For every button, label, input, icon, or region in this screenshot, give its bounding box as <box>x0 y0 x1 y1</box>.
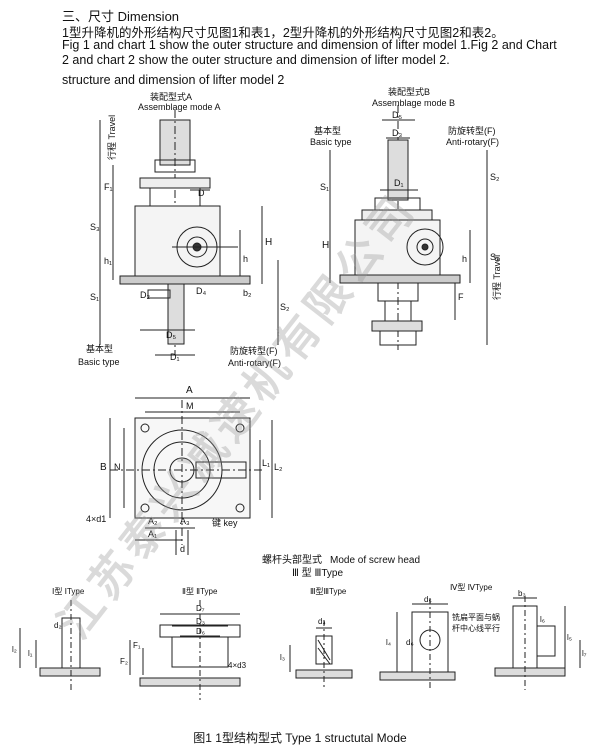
dim-D-a: D <box>198 188 205 198</box>
dim-D4-a: D₄ <box>196 286 206 296</box>
view-a-anti-cn: 防旋转型(F) <box>230 345 278 356</box>
dim-A3: A₃ <box>180 516 190 526</box>
type2-dim-D7: D₇ <box>196 604 205 613</box>
view-a-travel: 行程 Travel <box>106 115 117 160</box>
view-b-basic-en: Basic type <box>310 137 352 147</box>
intro-english-line1: Fig 1 and chart 1 show the outer structu… <box>62 38 557 52</box>
dim-s3-b: S₃ <box>490 252 500 262</box>
dim-s2-b: S₂ <box>490 172 500 182</box>
dim-h-a: h <box>243 254 248 264</box>
dim-D2-a: D₂ <box>140 290 150 300</box>
view-b-anti-cn: 防旋转型(F) <box>448 125 496 136</box>
intro-english-line2: 2 and chart 2 show the outer structure a… <box>62 53 450 67</box>
screw-head-type5 <box>494 596 581 690</box>
dim-A2: A₂ <box>148 516 158 526</box>
type3-label: Ⅲ型ⅢType <box>310 587 347 596</box>
screw-head-title-en: Mode of screw head <box>330 555 420 566</box>
view-a-drawing <box>99 110 279 356</box>
view-a-title-cn: 装配型式A <box>150 91 192 102</box>
dim-D1-a: D₁ <box>170 352 180 362</box>
type3-dim-l3: l₃ <box>280 653 285 662</box>
view-b-title-cn: 装配型式B <box>388 86 430 97</box>
dim-D1-b: D₁ <box>394 178 404 188</box>
type2-dim-holes: 4×d3 <box>228 661 247 670</box>
dim-h-b: h <box>462 254 467 264</box>
type4-dim-d5: d₅ <box>424 595 432 604</box>
view-b-drawing <box>329 105 488 350</box>
type4-note-line1: 铣扁平面与蜗 <box>452 612 500 622</box>
type5-dim-l6: l₆ <box>540 615 545 624</box>
view-a-basic-cn: 基本型 <box>86 343 113 354</box>
dim-H-a: H <box>265 237 272 248</box>
type1-dim-l2: l₂ <box>12 645 17 654</box>
dim-key: 键 key <box>212 517 238 528</box>
screw-head-subtitle: Ⅲ 型 ⅢType <box>292 566 343 579</box>
type4-note-line2: 杆中心线平行 <box>452 623 500 633</box>
view-b-travel: 行程 Travel <box>491 255 502 300</box>
type1-dim-d2: d₂ <box>54 621 62 630</box>
dim-D5-a: D₅ <box>166 330 176 340</box>
dim-A: A <box>186 385 193 396</box>
type1-dim-l1: l₁ <box>28 649 33 658</box>
screw-head-type1 <box>19 600 101 690</box>
view-b-basic-cn: 基本型 <box>314 125 341 136</box>
type5-dim-b3: b₃ <box>518 589 526 598</box>
section-title: 三、尺寸 Dimension <box>62 9 180 24</box>
dim-f1-a: F₁ <box>104 182 113 192</box>
dim-s1-b: S₁ <box>320 182 329 192</box>
type2-label: Ⅱ型 ⅡType <box>182 587 218 596</box>
dim-H-b: H <box>322 240 329 251</box>
type2-dim-D3: D₃ <box>196 617 205 626</box>
dim-A1: A₁ <box>148 529 157 539</box>
dim-L1: L₁ <box>262 458 270 468</box>
dim-s3-a: S₃ <box>90 222 100 232</box>
type2-dim-F2: F₂ <box>120 657 128 666</box>
view-b-anti-en: Anti-rotary(F) <box>446 137 499 147</box>
type1-label: Ⅰ型 ⅠType <box>52 587 85 596</box>
dim-s1-a: S₁ <box>90 292 99 302</box>
intro-english-line3: structure and dimension of lifter model … <box>62 73 285 87</box>
type2-dim-F1: F₁ <box>133 641 141 650</box>
type4-label: Ⅳ型 ⅣType <box>450 583 493 592</box>
type5-dim-l5: l₅ <box>567 633 572 642</box>
figure-caption: 图1 1型结构型式 Type 1 structutal Mode <box>193 731 407 745</box>
dim-L2: L₂ <box>274 462 283 472</box>
type2-dim-D6: D₆ <box>196 627 205 636</box>
screw-head-type3 <box>289 620 353 690</box>
dim-B: B <box>100 462 107 473</box>
plan-view-drawing <box>109 397 273 555</box>
dim-D5-b: D₅ <box>392 110 402 120</box>
view-a-title-en: Assemblage mode A <box>138 102 221 112</box>
dim-d: d <box>180 544 185 554</box>
type4-dim-d6: d₆ <box>406 638 414 647</box>
intro-chinese: 1型升降机的外形结构尺寸见图1和表1，2型升降机的外形结构尺寸见图2和表2。 <box>62 26 504 40</box>
dim-N: N <box>114 462 121 472</box>
type4-dim-l4: l₄ <box>386 638 391 647</box>
dim-b2-a: b₂ <box>243 288 252 298</box>
dim-h1-a: h₁ <box>104 256 112 266</box>
view-b-title-en: Assemblage mode B <box>372 98 455 108</box>
type3-dim-d4: d₄ <box>318 617 326 626</box>
screw-head-title-cn: 螺杆头部型式 <box>262 553 322 566</box>
screw-head-type2 <box>129 600 241 700</box>
view-a-anti-en: Anti-rotary(F) <box>228 358 281 368</box>
type5-dim-l7: l₇ <box>582 649 587 658</box>
view-a-basic-en: Basic type <box>78 357 120 367</box>
dim-s2-a: S₂ <box>280 302 290 312</box>
dim-holes: 4×d1 <box>86 514 106 524</box>
dim-M: M <box>186 401 194 411</box>
screw-head-type4 <box>379 598 456 690</box>
dim-D3-b: D₃ <box>392 128 402 138</box>
dim-F-b: F <box>458 292 464 302</box>
